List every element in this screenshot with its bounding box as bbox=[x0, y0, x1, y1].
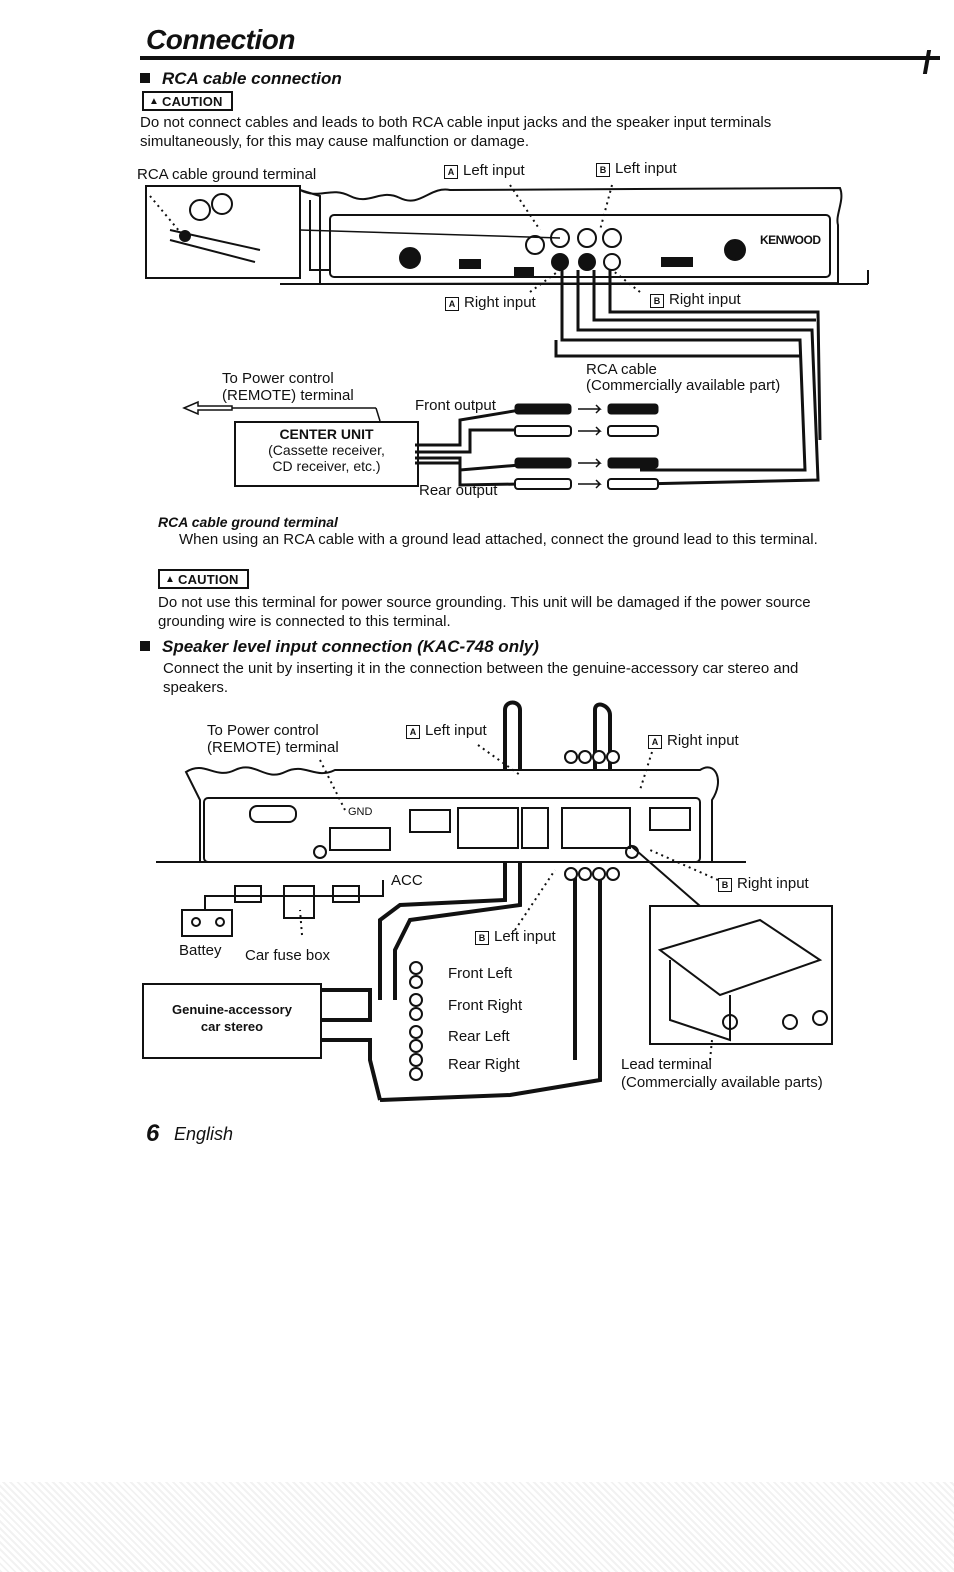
scan-noise bbox=[0, 1482, 954, 1572]
fuse-box-label: Car fuse box bbox=[245, 947, 331, 964]
spk-power-control-label-1: To Power control bbox=[207, 722, 319, 739]
remote-arrow-icon bbox=[182, 400, 381, 422]
speaker-wires bbox=[322, 700, 612, 1102]
amplifier-side-illustration bbox=[156, 766, 746, 863]
a-box-icon: A bbox=[444, 165, 458, 179]
amplifier-top-illustration bbox=[280, 186, 869, 286]
battery-label: Battey bbox=[179, 942, 222, 959]
acc-label: ACC bbox=[391, 872, 423, 889]
page-number: 6 bbox=[146, 1120, 160, 1147]
center-unit-title: CENTER UNIT bbox=[279, 426, 374, 442]
lead-terminal-label-1: Lead terminal bbox=[621, 1056, 712, 1073]
a-box-icon: A bbox=[445, 297, 459, 311]
speaker-dotted-leaders bbox=[299, 744, 719, 1061]
center-unit-box: CENTER UNIT (Cassette receiver, CD recei… bbox=[234, 421, 419, 487]
caution-badge-2: CAUTION bbox=[158, 569, 249, 589]
ground-text: When using an RCA cable with a ground le… bbox=[179, 531, 818, 548]
ground-subheading: RCA cable ground terminal bbox=[158, 514, 338, 530]
rca-ground-terminal-label: RCA cable ground terminal bbox=[137, 166, 317, 183]
plug-arrows bbox=[578, 404, 602, 489]
gnd-label: GND bbox=[348, 806, 373, 818]
rear-output-label: Rear output bbox=[419, 482, 498, 499]
b-box-icon: B bbox=[718, 878, 732, 892]
center-unit-sub2: CD receiver, etc.) bbox=[272, 458, 381, 474]
bullet-icon bbox=[140, 641, 150, 651]
rca-plugs bbox=[514, 403, 659, 490]
front-left-label: Front Left bbox=[448, 965, 513, 982]
a-box-icon: A bbox=[406, 725, 420, 739]
rear-left-label: Rear Left bbox=[448, 1028, 510, 1045]
rca-power-control-label-2: (REMOTE) terminal bbox=[222, 387, 354, 404]
dotted-leaders bbox=[149, 184, 641, 293]
brand-logo: KENWOOD bbox=[760, 233, 821, 247]
spk-power-control-label-2: (REMOTE) terminal bbox=[207, 739, 339, 756]
rear-right-label: Rear Right bbox=[448, 1056, 520, 1073]
front-right-label: Front Right bbox=[448, 997, 523, 1014]
speaker-intro: Connect the unit by inserting it in the … bbox=[163, 660, 799, 696]
rca-power-control-label-1: To Power control bbox=[222, 370, 334, 387]
front-output-label: Front output bbox=[415, 397, 496, 414]
speaker-heading: Speaker level input connection (KAC-748 … bbox=[140, 637, 539, 657]
b-box-icon: B bbox=[475, 931, 489, 945]
car-stereo-label-2: car stereo bbox=[200, 1019, 264, 1034]
bullet-icon bbox=[140, 73, 150, 83]
speaker-connectors bbox=[409, 750, 620, 1081]
page-title: Connection bbox=[146, 24, 296, 55]
battery-icon bbox=[181, 880, 384, 937]
lead-terminal-label-2: (Commercially available parts) bbox=[621, 1074, 823, 1091]
center-unit-sub1: (Cassette receiver, bbox=[268, 442, 385, 458]
fuse-box-icon bbox=[234, 885, 360, 919]
rca-cable-label-2: (Commercially available part) bbox=[586, 377, 781, 394]
rca-cables bbox=[415, 270, 822, 487]
ground-terminal-inset bbox=[145, 185, 561, 279]
amp-controls bbox=[399, 228, 746, 277]
a-box-icon: A bbox=[648, 735, 662, 749]
title-rule bbox=[140, 56, 940, 60]
lead-terminal-inset bbox=[629, 844, 833, 1045]
caution2-text: Do not use this terminal for power sourc… bbox=[158, 594, 811, 630]
car-stereo-label-1: Genuine-accessory bbox=[172, 1002, 292, 1017]
rca-heading: RCA cable connection bbox=[140, 69, 342, 89]
rca-cable-label-1: RCA cable bbox=[586, 361, 657, 378]
caution-badge: CAUTION bbox=[142, 91, 233, 111]
b-box-icon: B bbox=[650, 294, 664, 308]
car-stereo-box: Genuine-accessory car stereo bbox=[142, 983, 322, 1059]
caution-text: Do not connect cables and leads to both … bbox=[140, 114, 772, 150]
page-language: English bbox=[174, 1124, 234, 1144]
b-box-icon: B bbox=[596, 163, 610, 177]
